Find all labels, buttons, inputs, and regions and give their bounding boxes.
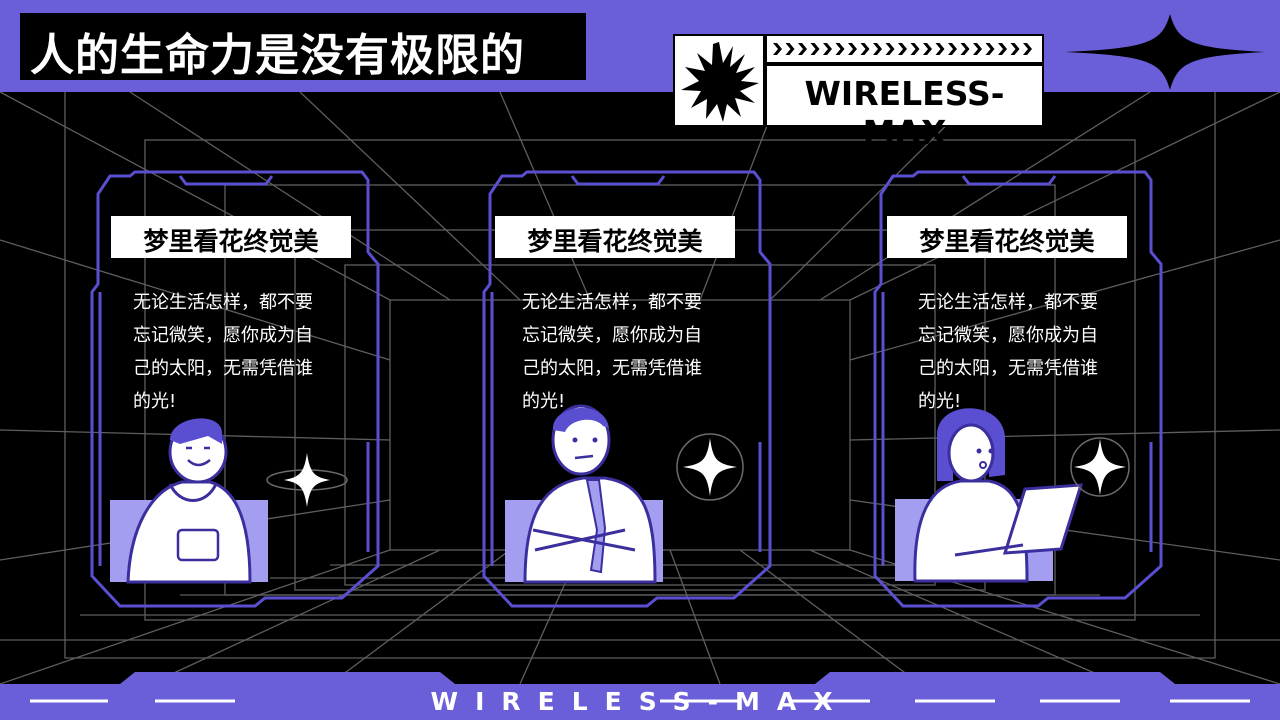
card-frame-outline <box>482 170 772 608</box>
sparkle-icon <box>676 433 744 501</box>
card-frame-tab <box>570 175 666 186</box>
card-2-label-text: 梦里看花终觉美 <box>527 227 703 256</box>
person-crossed-arms-illustration <box>505 404 663 584</box>
sunburst-icon <box>681 42 759 122</box>
footer-decoration <box>30 672 1250 703</box>
card-frame-tab <box>961 175 1057 186</box>
card-frame-outline <box>90 170 380 608</box>
chevron-right-icon <box>773 43 1032 55</box>
card-2-text: 无论生活怎样，都不要忘记微笑，愿你成为自己的太阳，无需凭借谁的光! <box>522 292 702 412</box>
footer-brand: WIRELESS-MAX <box>430 687 850 716</box>
card-3-text: 无论生活怎样，都不要忘记微笑，愿你成为自己的太阳，无需凭借谁的光! <box>918 292 1098 412</box>
card-1-label-text: 梦里看花终觉美 <box>143 227 319 256</box>
card-1-label: 梦里看花终觉美 <box>111 216 351 258</box>
card-2-label: 梦里看花终觉美 <box>495 216 735 258</box>
card-3-label-text: 梦里看花终觉美 <box>919 227 1095 256</box>
sunburst-box <box>673 34 765 127</box>
sparkle-icon <box>266 453 348 507</box>
brand-badge: WIRELESS-MAX <box>673 34 1044 152</box>
person-laptop-illustration <box>895 408 1084 583</box>
brand-name: WIRELESS-MAX <box>804 74 1005 152</box>
chevron-strip <box>765 34 1044 64</box>
card-3-label: 梦里看花终觉美 <box>887 216 1127 258</box>
title-box: 人的生命力是没有极限的 <box>20 13 586 81</box>
brand-name-box: WIRELESS-MAX <box>765 64 1044 152</box>
sparkle-decoration-icon <box>1065 14 1265 90</box>
sparkle-icon <box>1070 437 1130 497</box>
card-frame-outline <box>873 170 1163 608</box>
person-hoodie-illustration <box>110 418 268 584</box>
page-title: 人的生命力是没有极限的 <box>30 30 525 81</box>
card-1-text: 无论生活怎样，都不要忘记微笑，愿你成为自己的太阳，无需凭借谁的光! <box>133 292 313 412</box>
card-frame-tab <box>178 175 274 186</box>
